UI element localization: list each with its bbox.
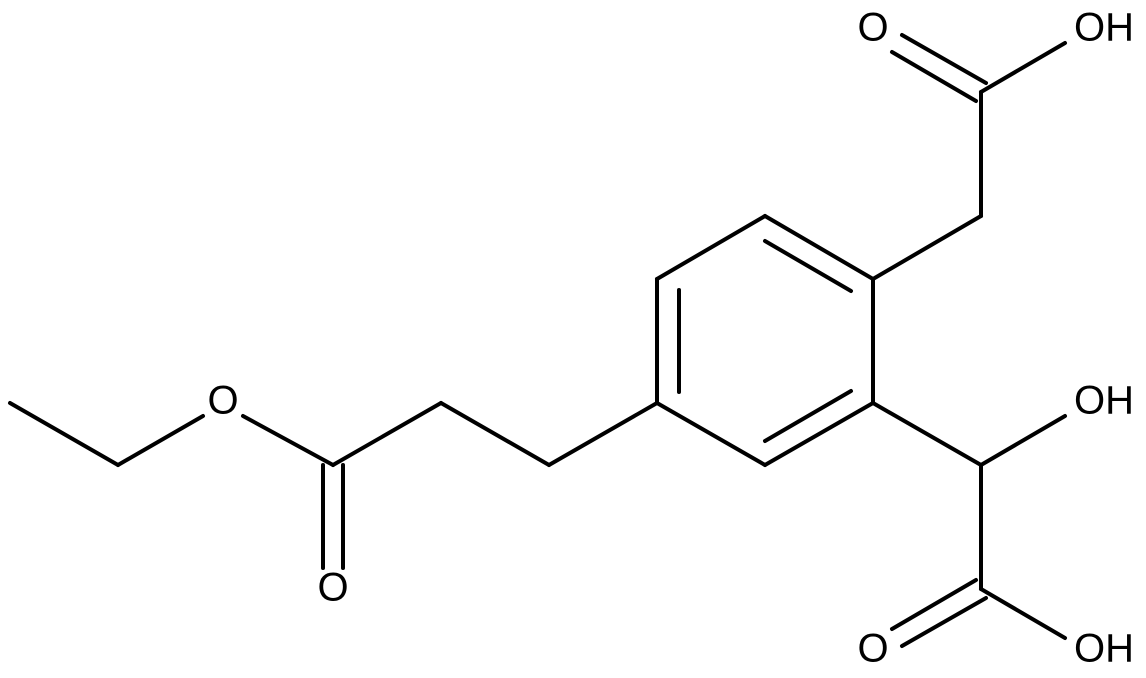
bond-ethyl-ch2-o [116, 414, 205, 467]
bond-chain-ch2-ring [547, 401, 659, 467]
bond-ring-5-inner [763, 389, 853, 443]
bond-ring-ch2-top [871, 214, 983, 281]
bond-top-c-oh [979, 41, 1067, 94]
bond-top-c-o-double-b [900, 33, 988, 85]
bond-ring-2 [655, 214, 767, 281]
atom-o-ester-carbonyl: O [317, 566, 348, 610]
bond-bottom-c-oh [979, 587, 1067, 640]
bond-top-c-o-double-a [890, 50, 978, 103]
atom-oh-mid: OH [1074, 379, 1134, 423]
atom-o-ester-ether: O [207, 379, 238, 423]
bond-ring-3-inner [763, 239, 853, 293]
bond-ring-choh [871, 401, 983, 467]
bond-choh-oh [979, 414, 1067, 467]
bond-ring-3 [763, 214, 875, 281]
bond-chain-ch2-ch2 [439, 401, 551, 467]
atom-oh-top: OH [1074, 6, 1134, 50]
bond-ester-o-c [241, 414, 335, 467]
bond-bottom-c-o-double-a [890, 578, 978, 631]
bond-bottom-c-o-double-b [900, 596, 988, 648]
atom-oh-bottom: OH [1074, 627, 1134, 671]
atom-o-bottom-carbonyl: O [857, 627, 888, 671]
bond-ring-5 [763, 401, 875, 467]
atom-o-top-carbonyl: O [857, 6, 888, 50]
bond-ethyl-ch3-ch2 [8, 401, 120, 467]
bond-ring-6 [655, 401, 767, 467]
bond-ester-c-ch2 [331, 401, 443, 467]
